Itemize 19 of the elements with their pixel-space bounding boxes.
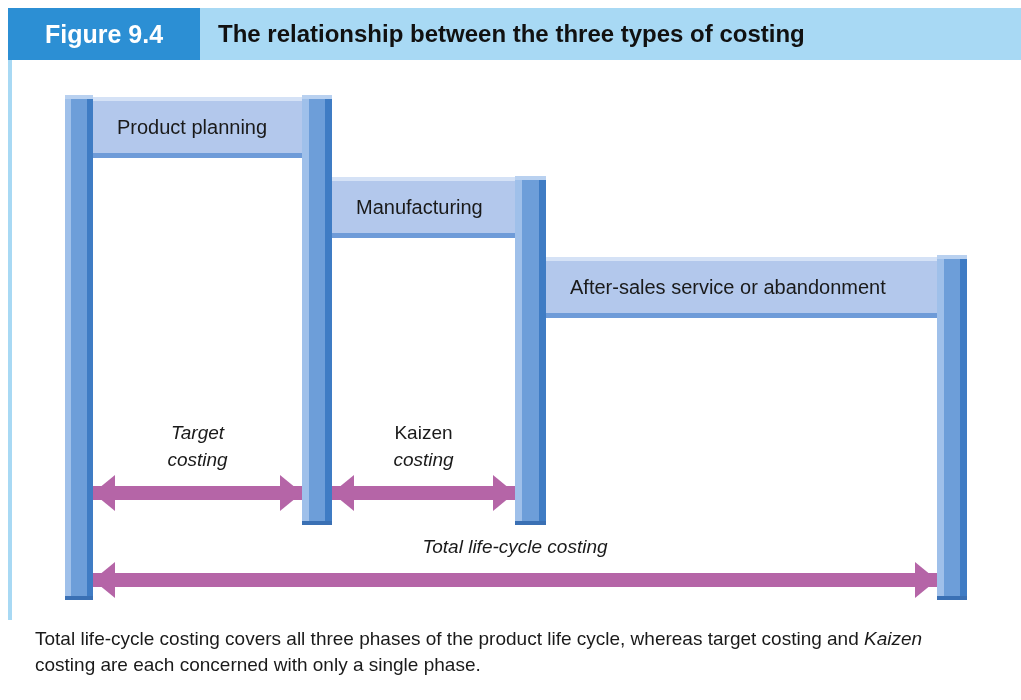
phase-bar (546, 257, 937, 318)
phase-label: Manufacturing (356, 195, 483, 219)
pillar-bar (515, 176, 546, 525)
edge-label: Total life-cycle costing (421, 535, 609, 559)
figure-number: Figure 9.4 (8, 8, 200, 60)
pillar-bar (65, 95, 93, 600)
phase-bar (93, 97, 302, 158)
double-arrow (93, 562, 937, 598)
figure-caption: Total life-cycle costing covers all three phases of the product life cycle, whereas target costing and Kaizen costing are each concerned with only a single phase. (35, 627, 924, 677)
phase-label: After-sales service or abandonment (570, 275, 886, 299)
double-arrow (93, 475, 302, 511)
phase-bar (332, 177, 515, 238)
edge-label: Kaizen costing (392, 421, 455, 472)
edge-label: Target costing (166, 421, 229, 472)
double-arrow (332, 475, 515, 511)
pillar-bar (937, 255, 967, 600)
pillar-bar (302, 95, 332, 525)
figure-title: The relationship between the three types of costing (200, 8, 1021, 60)
phase-label: Product planning (117, 115, 268, 139)
